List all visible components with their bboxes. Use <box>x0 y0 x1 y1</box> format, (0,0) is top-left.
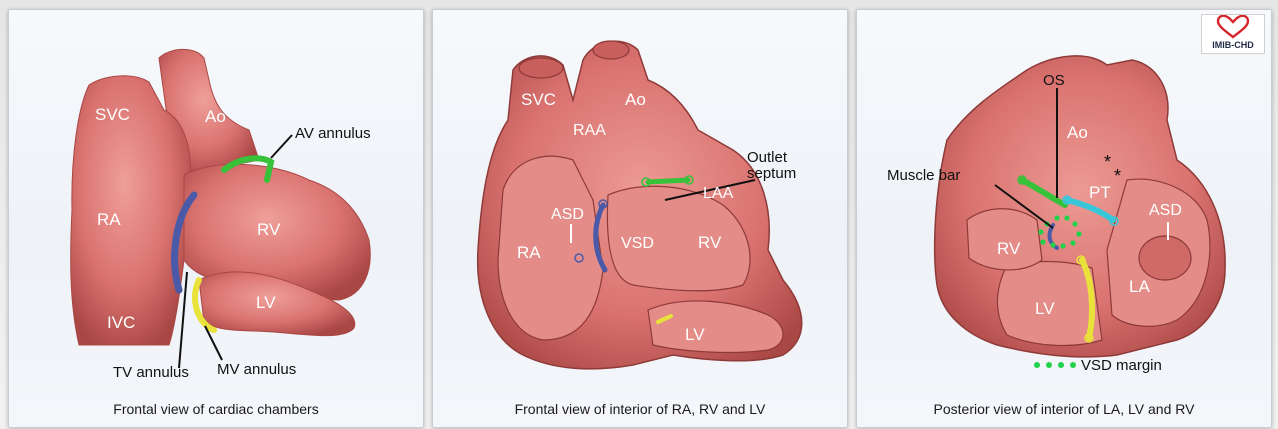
label-rv: RV <box>997 239 1021 258</box>
label-os: OS <box>1043 72 1065 89</box>
imib-chd-logo: IMIB-CHD <box>1201 14 1265 54</box>
label-av-annulus: AV annulus <box>295 125 371 142</box>
label-mv-annulus: MV annulus <box>217 361 296 378</box>
ra-shape <box>71 76 191 345</box>
label-asd: ASD <box>551 206 584 223</box>
pointer-av-annulus <box>271 135 292 158</box>
caption-panel-2: Frontal view of interior of RA, RV and L… <box>433 401 847 417</box>
label-ao: Ao <box>1067 123 1088 142</box>
label-la: LA <box>1129 277 1150 296</box>
asd-opening <box>1139 236 1191 280</box>
label-ao: Ao <box>625 90 646 109</box>
svc-opening <box>519 58 563 78</box>
label-muscle-bar: Muscle bar <box>887 167 960 184</box>
label-star-2: * <box>1114 166 1121 186</box>
logo-text: IMIB-CHD <box>1202 40 1264 50</box>
panel-interior-la-lv-rv: OS Ao Muscle bar * * PT ASD RV LA LV VSD… <box>856 9 1272 428</box>
heart-model-interior-frontal: SVC Ao RAA Outlet septum LAA ASD VSD RA … <box>433 10 847 427</box>
label-lv: LV <box>1035 299 1055 318</box>
label-tv-annulus: TV annulus <box>113 364 189 381</box>
label-ra: RA <box>97 210 121 229</box>
label-lv: LV <box>685 325 705 344</box>
heart-model-frontal: SVC Ao AV annulus RA RV IVC LV TV annulu… <box>9 10 423 427</box>
label-asd: ASD <box>1149 202 1182 219</box>
label-vsd: VSD <box>621 235 654 252</box>
label-svc: SVC <box>521 90 556 109</box>
heart-model-interior-posterior: OS Ao Muscle bar * * PT ASD RV LA LV VSD… <box>857 10 1271 427</box>
caption-panel-1: Frontal view of cardiac chambers <box>9 401 423 417</box>
legend-vsd-margin-dots <box>1034 362 1076 368</box>
label-vsd-margin: VSD margin <box>1081 357 1162 374</box>
label-ao: Ao <box>205 107 226 126</box>
label-svc: SVC <box>95 105 130 124</box>
label-ivc: IVC <box>107 313 135 332</box>
ao-opening <box>593 41 629 59</box>
caption-panel-3: Posterior view of interior of LA, LV and… <box>857 401 1271 417</box>
label-rv: RV <box>257 220 281 239</box>
label-lv: LV <box>256 293 276 312</box>
label-star-1: * <box>1104 152 1111 172</box>
label-outlet-septum-2: septum <box>747 165 796 182</box>
panel-cardiac-chambers: SVC Ao AV annulus RA RV IVC LV TV annulu… <box>8 9 424 428</box>
panel-interior-ra-rv-lv: SVC Ao RAA Outlet septum LAA ASD VSD RA … <box>432 9 848 428</box>
label-pt: PT <box>1089 183 1111 202</box>
label-ra: RA <box>517 243 541 262</box>
av-annulus-line <box>648 180 688 182</box>
label-raa: RAA <box>573 122 606 139</box>
label-laa: LAA <box>703 185 734 202</box>
heart-logo-icon <box>1202 15 1264 39</box>
label-rv: RV <box>698 233 722 252</box>
label-outlet-septum-1: Outlet <box>747 149 788 166</box>
